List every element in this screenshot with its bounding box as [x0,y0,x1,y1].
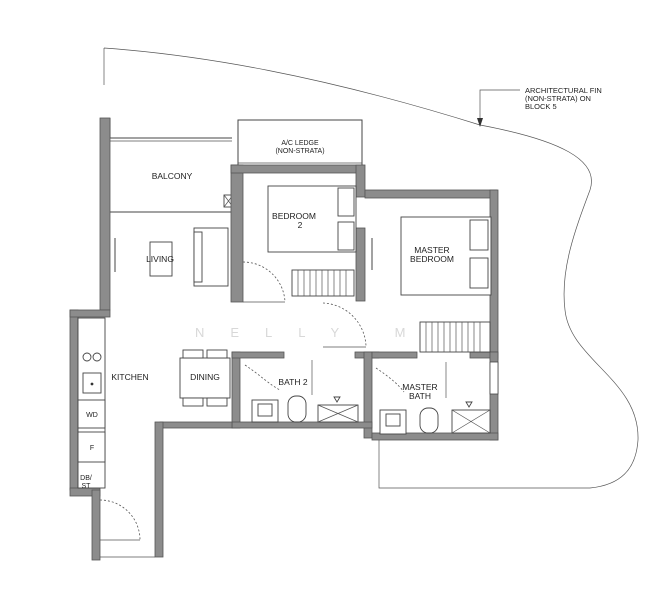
master-bedroom-label-line1: MASTER [414,245,449,255]
dining-table [179,357,231,399]
db-st-label-line2: ST [82,483,92,490]
fridge [77,431,106,463]
dining-label: DINING [190,372,220,382]
master-bath-toilet [419,407,439,434]
hob-burner-icon [82,352,92,362]
washer-dryer [77,399,106,429]
bedroom2-door-swing [242,261,286,303]
ac-ledge-outline [237,119,363,165]
fin-note-line3: BLOCK 5 [525,102,557,111]
master-bedroom-label-line2: BEDROOM [410,254,454,264]
bath2-toilet [287,395,307,423]
fin-note-line1: ARCHITECTURAL FIN [525,86,602,95]
annotation-leader [479,89,520,126]
fridge-label: F [90,445,94,452]
architectural-fin-outline [103,47,639,489]
living-label: LIVING [146,254,174,264]
kitchen-label: KITCHEN [111,372,148,382]
master-bath-label-line1: MASTER [402,382,437,392]
balcony-outline [109,118,232,213]
bedroom2-wardrobe [291,269,355,297]
walls [69,117,499,561]
watermark: NELLY MO [195,325,468,340]
annotation-arrow-icon [477,118,483,127]
bath-window [489,361,499,395]
shower-head-icon [333,396,341,403]
ac-ledge-label-line1: A/C LEDGE [281,140,319,147]
balcony-label: BALCONY [152,171,193,181]
bedroom2-label-line2: 2 [298,220,303,230]
master-bath-label-line2: BATH [409,391,431,401]
fin-note-line2: (NON-STRATA) ON [525,94,591,103]
master-wardrobe [419,321,491,353]
ac-ledge-label-line2: (NON-STRATA) [275,148,324,155]
hob-burner-icon [92,352,102,362]
db-st-label-line1: DB/ [80,475,92,482]
washer-dryer-label: WD [86,412,98,419]
entrance-door-swing [99,499,141,541]
shower-head-icon [465,401,473,408]
living-table [149,241,173,277]
bath2-label: BATH 2 [278,377,307,387]
master-door-swing [322,302,367,347]
bedroom2-label-line1: BEDROOM [272,211,316,221]
